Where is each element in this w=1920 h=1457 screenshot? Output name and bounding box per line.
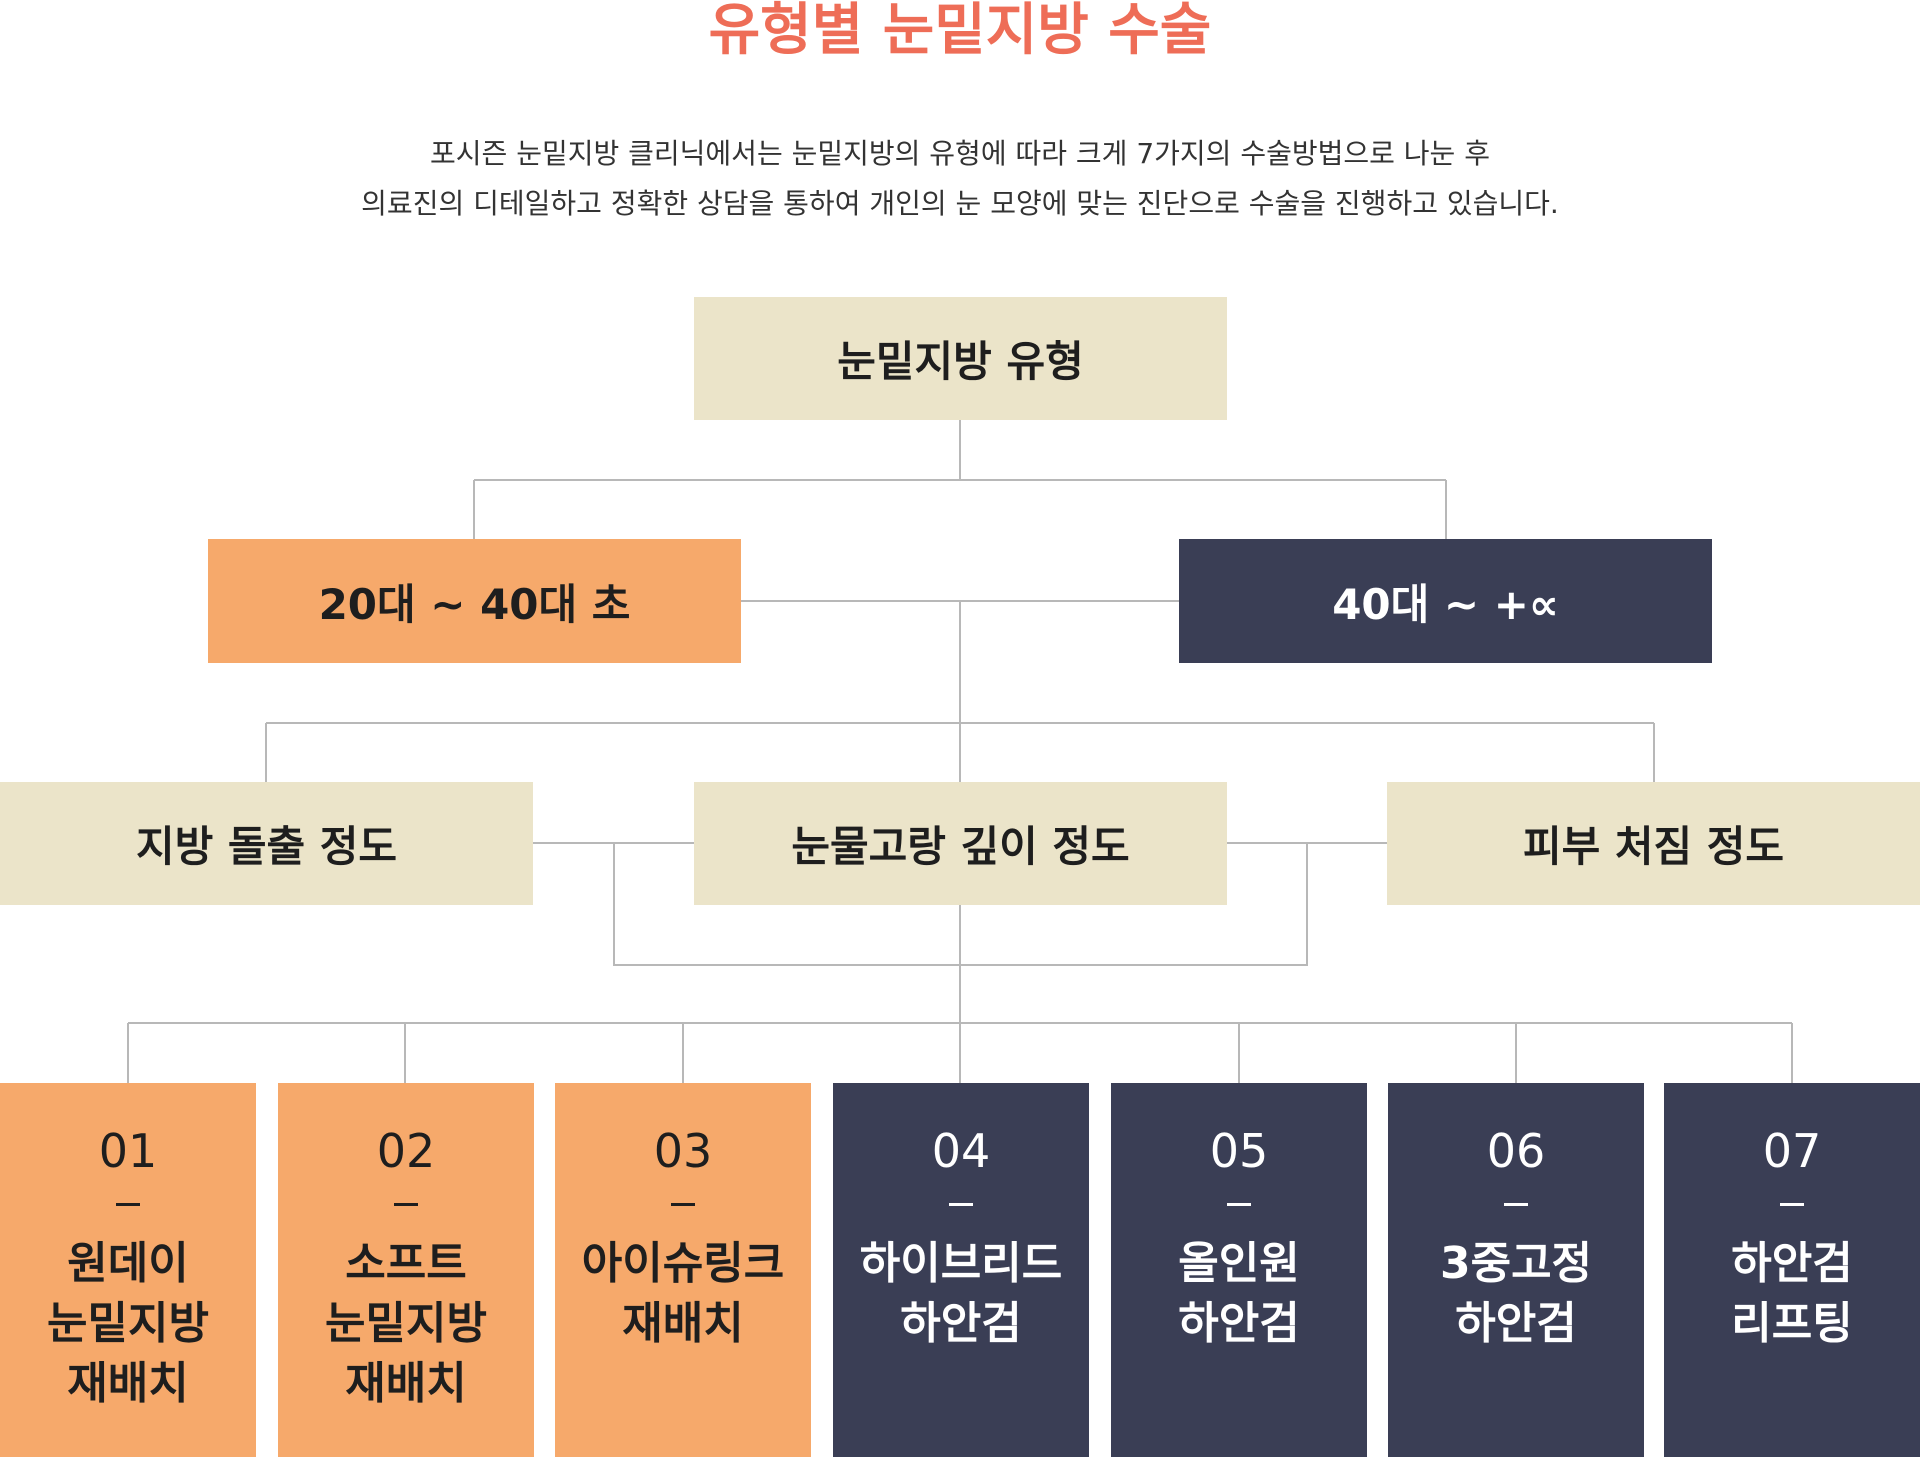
procedure-name-line: 재배치	[622, 1298, 744, 1349]
procedure-card-05: 05 올인원 하안검	[1111, 1083, 1367, 1457]
procedure-name-line: 3중고정	[1439, 1238, 1593, 1289]
procedure-card-04: 04 하이브리드 하안검	[833, 1083, 1089, 1457]
procedure-name-line: 아이슈링크	[581, 1238, 785, 1289]
criterion-tear-trough: 눈물고랑 깊이 정도	[694, 782, 1227, 905]
procedure-number: 06	[1486, 1124, 1546, 1178]
procedure-name-line: 리프팅	[1731, 1298, 1853, 1349]
procedure-dash	[671, 1203, 695, 1206]
procedure-name-line: 눈밑지방	[325, 1298, 487, 1349]
procedure-number: 01	[98, 1124, 158, 1178]
procedure-card-02: 02 소프트 눈밑지방 재배치	[278, 1083, 534, 1457]
criterion-fat-protrusion-label: 지방 돌출 정도	[135, 822, 398, 871]
procedure-dash	[394, 1203, 418, 1206]
criterion-fat-protrusion: 지방 돌출 정도	[0, 782, 533, 905]
root-label: 눈밑지방 유형	[837, 337, 1084, 386]
age-group-old: 40대 ~ +∝	[1179, 539, 1712, 663]
procedure-dash	[116, 1203, 140, 1206]
procedure-name-line: 재배치	[345, 1358, 467, 1409]
procedure-dash	[1227, 1203, 1251, 1206]
procedure-number: 03	[653, 1124, 713, 1178]
procedure-number: 07	[1762, 1124, 1822, 1178]
procedure-name-line: 하안검	[1731, 1238, 1853, 1289]
procedure-number: 02	[376, 1124, 436, 1178]
description-line-1: 포시즌 눈밑지방 클리닉에서는 눈밑지방의 유형에 따라 크게 7가지의 수술방…	[430, 137, 1490, 170]
age-group-young: 20대 ~ 40대 초	[208, 539, 741, 663]
procedure-name-line: 하안검	[1455, 1298, 1577, 1349]
procedure-card-01: 01 원데이 눈밑지방 재배치	[0, 1083, 256, 1457]
procedure-name-line: 소프트	[345, 1238, 467, 1289]
procedure-name-line: 원데이	[67, 1238, 189, 1289]
age-group-young-label: 20대 ~ 40대 초	[318, 579, 631, 629]
age-group-old-label: 40대 ~ +∝	[1332, 579, 1559, 629]
procedure-name-line: 올인원	[1178, 1238, 1300, 1289]
procedure-card-03: 03 아이슈링크 재배치	[555, 1083, 811, 1457]
procedure-dash	[1780, 1203, 1804, 1206]
procedure-name-line: 눈밑지방	[47, 1298, 209, 1349]
criterion-tear-trough-label: 눈물고랑 깊이 정도	[791, 822, 1130, 871]
procedure-dash	[1504, 1203, 1528, 1206]
procedure-name-line: 재배치	[67, 1358, 189, 1409]
criterion-skin-sagging: 피부 처짐 정도	[1387, 782, 1920, 905]
criterion-skin-sagging-label: 피부 처짐 정도	[1522, 822, 1785, 871]
procedure-number: 05	[1209, 1124, 1269, 1178]
root-node: 눈밑지방 유형	[694, 297, 1227, 420]
procedure-number: 04	[931, 1124, 991, 1178]
procedure-dash	[949, 1203, 973, 1206]
procedure-card-06: 06 3중고정 하안검	[1388, 1083, 1644, 1457]
description-line-2: 의료진의 디테일하고 정확한 상담을 통하여 개인의 눈 모양에 맞는 진단으로…	[361, 187, 1559, 220]
page-title: 유형별 눈밑지방 수술	[708, 0, 1212, 63]
procedure-name-line: 하안검	[1178, 1298, 1300, 1349]
procedure-card-07: 07 하안검 리프팅	[1664, 1083, 1920, 1457]
procedure-name-line: 하이브리드	[859, 1238, 1063, 1289]
procedure-name-line: 하안검	[900, 1298, 1022, 1349]
